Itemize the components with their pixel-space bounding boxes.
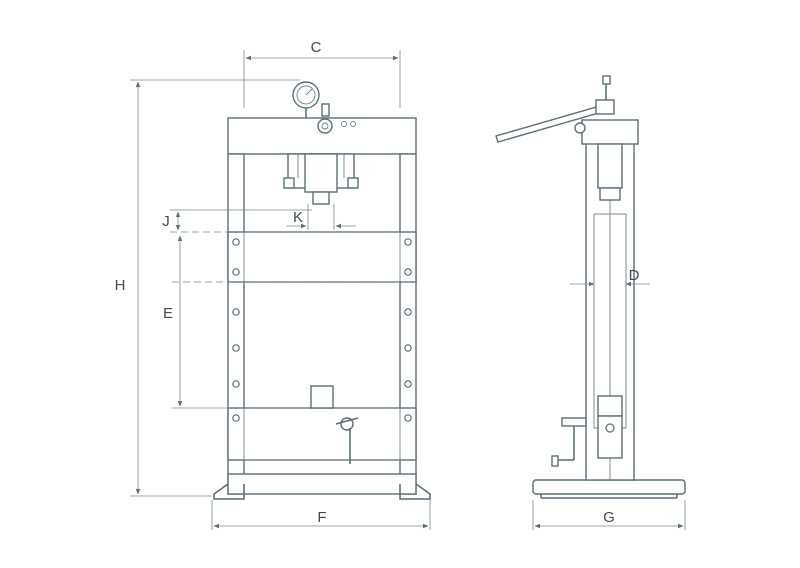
- pump-lever: [495, 75, 615, 143]
- upper-bed-plate: [227, 231, 417, 283]
- side-head: [581, 119, 639, 145]
- front-view: [213, 81, 431, 500]
- center-block: [310, 385, 334, 409]
- label-c: C: [311, 39, 322, 56]
- dimension-labels: C H J K E F D G: [115, 39, 640, 526]
- right-foot: [399, 483, 431, 500]
- label-k: K: [293, 209, 303, 226]
- winch-crank: [551, 417, 587, 467]
- hydraulic-cylinder: [283, 153, 359, 205]
- locking-pin: [335, 417, 359, 464]
- side-cylinder: [597, 143, 623, 189]
- label-e: E: [163, 305, 173, 322]
- side-view: [495, 75, 686, 499]
- side-bed-lower: [597, 415, 623, 459]
- label-j: J: [162, 213, 170, 230]
- left-foot: [213, 483, 245, 500]
- dimension-lines: [130, 50, 686, 530]
- pressure-gauge: [292, 81, 320, 118]
- label-f: F: [317, 509, 326, 526]
- pump-valve: [317, 103, 356, 134]
- label-h: H: [115, 277, 126, 294]
- label-d: D: [629, 267, 640, 284]
- label-g: G: [603, 509, 615, 526]
- side-base-plate: [532, 479, 686, 495]
- side-bed-upper: [597, 395, 623, 417]
- upright-pin-holes: [232, 238, 412, 422]
- bottom-rail: [227, 473, 417, 495]
- lower-bed-plate: [227, 407, 417, 461]
